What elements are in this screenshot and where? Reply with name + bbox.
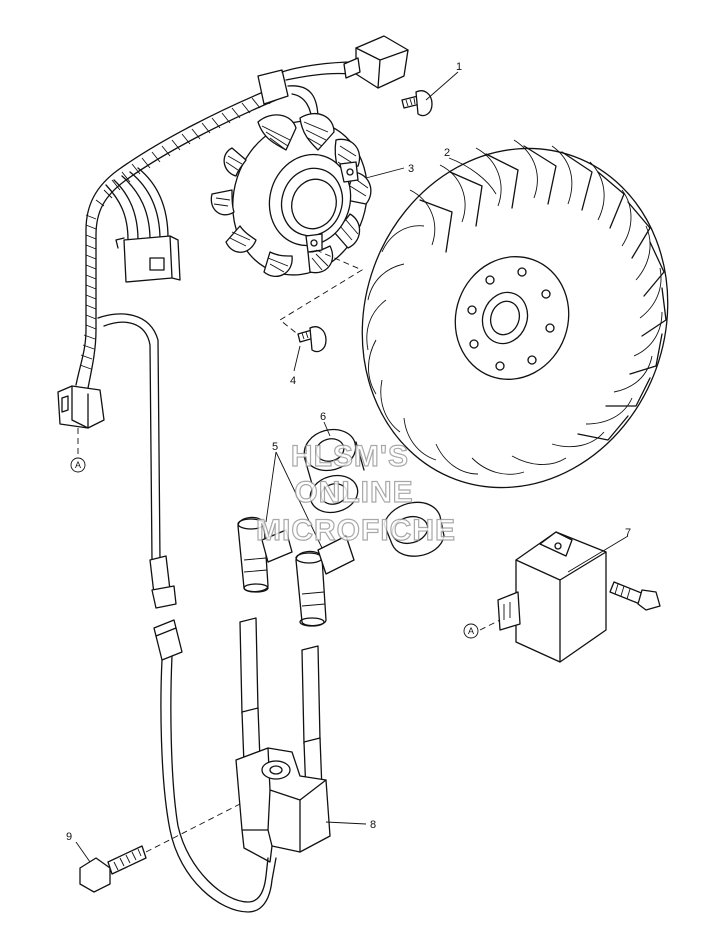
svg-text:A: A (75, 460, 81, 470)
svg-text:HLSM'S: HLSM'S (291, 440, 409, 473)
svg-text:MICROFICHE: MICROFICHE (256, 514, 456, 547)
callout-3: 3 (408, 163, 414, 175)
callout-7: 7 (625, 527, 631, 539)
callout-9: 9 (66, 831, 72, 843)
stator-bolt-leader-line (279, 249, 363, 337)
flywheel (361, 139, 669, 489)
seal-middle (309, 474, 359, 514)
callout-4: 4 (290, 375, 296, 387)
spark-plug-cap-right (295, 535, 355, 627)
ignition-coil (235, 617, 331, 863)
svg-text:ONLINE: ONLINE (294, 476, 413, 509)
spark-plug-cap-left (237, 516, 293, 593)
module-leader-line (479, 619, 501, 631)
callout-1: 1 (456, 61, 462, 73)
connector-mark-module: A (463, 623, 479, 639)
watermark: HLSM'S ONLINE MICROFICHE (255, 439, 456, 547)
bolt-1 (401, 90, 433, 117)
svg-text:A: A (468, 626, 474, 636)
bolt-4 (297, 326, 327, 353)
callout-8: 8 (370, 819, 376, 831)
seal-lower (383, 501, 445, 557)
seal-upper (303, 428, 365, 485)
bolt-7 (609, 581, 661, 611)
callout-leaders (75, 71, 629, 863)
cdi-module (497, 531, 607, 663)
wiring-harness (57, 35, 409, 913)
connector-mark-harness: A (70, 457, 86, 473)
callout-6: 6 (320, 411, 326, 423)
callout-5: 5 (272, 441, 278, 453)
callout-2: 2 (444, 147, 450, 159)
stator (210, 113, 372, 277)
coil-bolt-leader-line (145, 803, 241, 853)
bolt-9 (79, 845, 147, 893)
